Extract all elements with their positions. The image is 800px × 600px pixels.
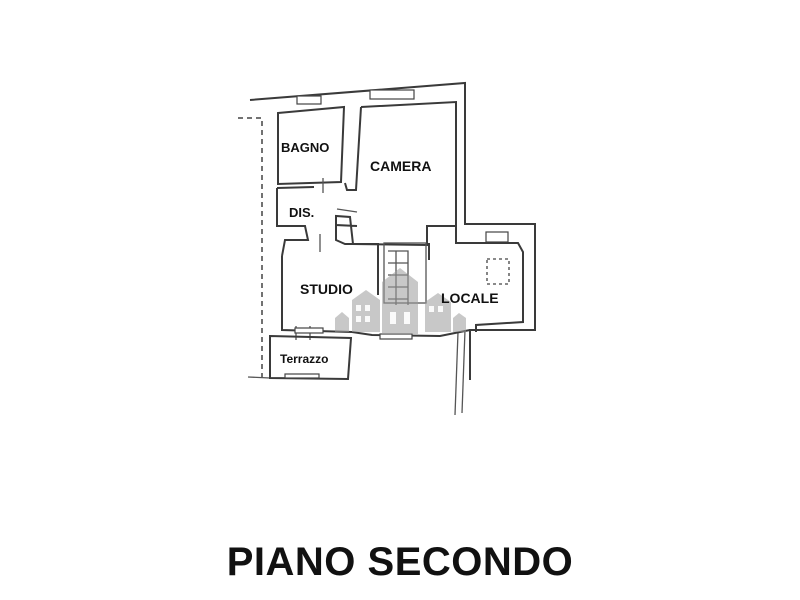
room-label-studio: STUDIO xyxy=(300,281,353,297)
room-dis xyxy=(276,178,358,257)
windows xyxy=(296,89,509,243)
room-terrazzo xyxy=(269,334,353,381)
room-locale xyxy=(428,226,524,332)
floor-title: PIANO SECONDO xyxy=(226,540,574,584)
room-camera xyxy=(335,100,457,247)
room-bagno xyxy=(277,105,346,186)
buildings-watermark-icon xyxy=(335,268,466,334)
room-studio xyxy=(281,225,379,333)
interior-walls xyxy=(294,326,471,340)
room-label-bagno: BAGNO xyxy=(281,140,329,155)
room-label-camera: CAMERA xyxy=(370,158,431,174)
room-label-dis: DIS. xyxy=(289,205,314,220)
room-label-terrazzo: Terrazzo xyxy=(280,352,328,366)
room-label-locale: LOCALE xyxy=(441,290,499,306)
